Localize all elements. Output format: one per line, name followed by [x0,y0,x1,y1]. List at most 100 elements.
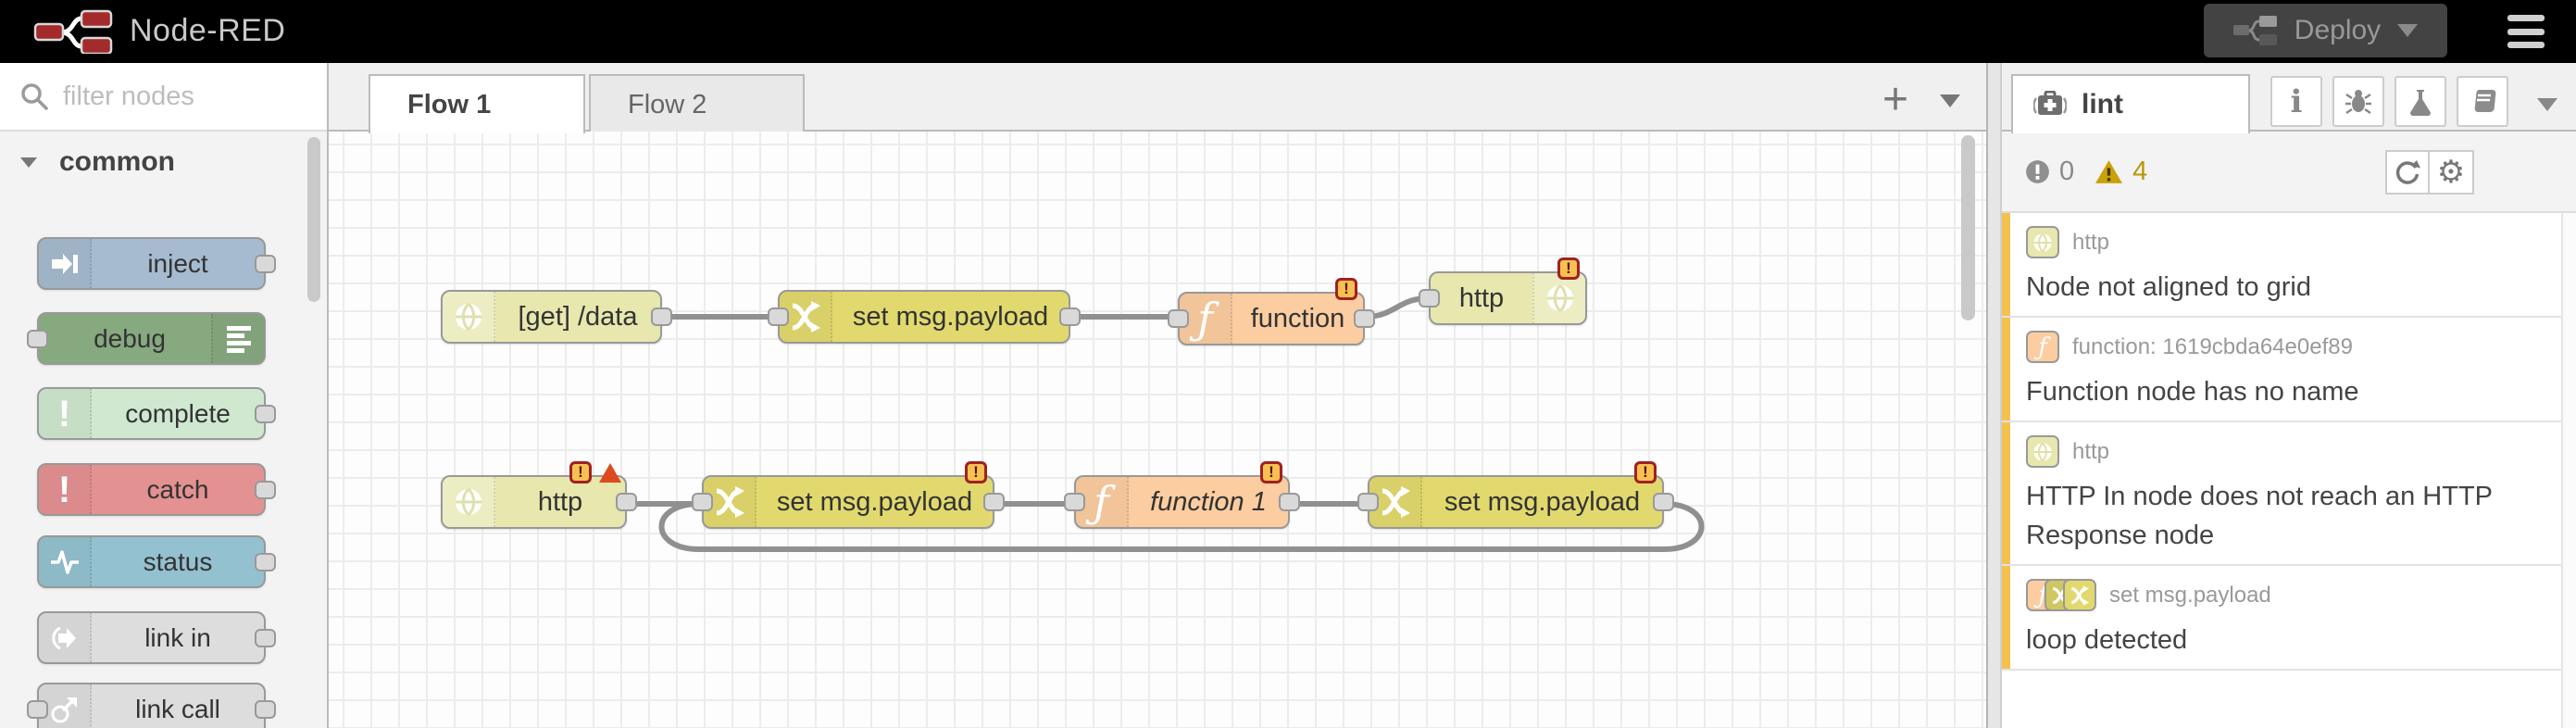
warning-badge: ! [1634,461,1657,483]
output-port[interactable] [1653,493,1674,511]
input-port[interactable] [1419,289,1440,308]
error-triangle-icon [599,463,621,483]
tab-lint[interactable]: lint [2011,74,2250,133]
function-node-icon: ƒ [2026,331,2059,364]
input-port[interactable] [27,699,48,719]
deploy-nodes-icon [2232,16,2277,45]
flow-node-function-1[interactable]: ! ƒ function 1 [1064,461,1300,529]
output-port[interactable] [255,480,276,499]
flow-canvas[interactable]: [get] /data set msg.payload ! [329,132,1986,728]
flow-tab-bar: Flow 1 Flow 2 + [329,63,1986,133]
palette-node-status[interactable]: status [37,535,276,588]
warning-badge: ! [965,461,987,483]
deploy-caret-icon[interactable] [2397,24,2419,37]
input-port[interactable] [692,493,713,511]
exclamation-icon: ! [39,389,92,438]
globe-icon [1532,273,1585,323]
input-port[interactable] [768,308,789,326]
search-icon [21,83,48,110]
error-count-icon [2026,159,2049,183]
chevron-down-icon [20,157,37,168]
palette-node-complete[interactable]: ! complete [37,387,276,440]
palette-node-link-in[interactable]: link in [37,611,276,664]
flow-node-http-in-get-data[interactable]: [get] /data [441,290,672,344]
output-port[interactable] [651,308,672,326]
lint-issue-row[interactable]: ƒ se [2002,566,2576,672]
lint-issue-row[interactable]: http HTTP In node does not reach an HTTP… [2002,422,2576,567]
output-port[interactable] [255,552,276,571]
warning-count: 4 [2132,156,2148,186]
palette-node-link-call[interactable]: link call [27,683,276,728]
settings-button[interactable]: ⚙ [2430,150,2474,195]
tab-flow-1[interactable]: Flow 1 [369,74,585,133]
output-port[interactable] [255,628,276,647]
flow-node-change-1[interactable]: set msg.payload [768,290,1081,344]
tab-help-button[interactable] [2457,76,2508,127]
tab-info-button[interactable]: i [2270,76,2322,127]
sidebar-splitter[interactable] [1986,63,2002,728]
palette-category-common[interactable]: common [0,132,327,193]
palette-node-inject[interactable]: inject [37,237,276,290]
output-port[interactable] [983,493,1005,511]
input-port[interactable] [27,329,48,348]
palette-node-debug[interactable]: debug [27,312,266,365]
header-bar: Node-RED Deploy [0,0,2576,63]
flow-node-http-response[interactable]: ! http [1419,257,1587,325]
lint-scrollbar-track[interactable] [2561,213,2576,728]
workspace: Flow 1 Flow 2 + [329,63,1986,728]
output-port[interactable] [1059,308,1081,326]
warning-badge: ! [1335,278,1357,300]
bug-icon [2345,89,2371,114]
input-port[interactable] [1357,493,1379,511]
output-port[interactable] [616,493,637,511]
list-lines-icon [211,314,264,363]
exclamation-icon: ! [39,465,92,514]
palette-scrollbar-thumb[interactable] [307,137,320,302]
refresh-icon [2395,160,2420,184]
main-menu-button[interactable] [2507,15,2545,48]
error-count: 0 [2059,156,2075,186]
input-port[interactable] [1064,493,1085,511]
output-port[interactable] [255,699,276,719]
flow-node-http-in-2[interactable]: ! http [441,461,637,529]
tab-debug-button[interactable] [2332,76,2384,127]
right-sidebar: lint i [2002,63,2576,728]
warning-badge: ! [1260,461,1282,483]
canvas-scrollbar-thumb[interactable] [1961,135,1975,320]
refresh-button[interactable] [2385,150,2430,195]
lint-medkit-icon [2033,91,2067,115]
input-port[interactable] [1168,309,1189,328]
output-port[interactable] [255,254,276,273]
output-port[interactable] [1279,493,1300,511]
sidebar-tab-bar: lint i [2002,63,2576,133]
palette-node-catch[interactable]: ! catch [37,463,276,516]
flow-node-change-2[interactable]: ! set msg.payload [692,461,1005,529]
tab-test-button[interactable] [2395,76,2446,127]
globe-icon [443,477,495,527]
inject-arrow-icon [39,239,92,288]
gear-icon: ⚙ [2436,154,2466,191]
add-flow-button[interactable]: + [1868,74,1923,126]
lint-toolbar: 0 4 ⚙ [2002,132,2576,213]
tab-flow-2[interactable]: Flow 2 [589,74,805,133]
lint-tab-label: lint [2082,89,2123,119]
flow-node-function[interactable]: ! ƒ function [1168,278,1375,345]
lint-issue-row[interactable]: http Node not aligned to grid [2002,213,2576,319]
sidebar-tabs-caret-icon[interactable] [2537,98,2557,111]
lint-issue-row[interactable]: ƒ function: 1619cbda64e0ef89 Function no… [2002,318,2576,423]
warning-count-icon [2095,159,2123,183]
lint-issue-list: http Node not aligned to grid ƒ function… [2002,213,2576,728]
node-palette: common inject debug [0,63,329,728]
tab-list-caret-icon[interactable] [1940,94,1960,107]
deploy-button[interactable]: Deploy [2204,4,2447,57]
output-port[interactable] [1354,309,1375,328]
flask-icon [2410,89,2431,116]
wire-loop [658,501,1705,552]
pulse-icon [39,537,92,586]
info-icon: i [2290,82,2303,120]
flow-node-change-3[interactable]: ! set msg.payload [1357,461,1674,529]
change-node-icon [2063,579,2096,612]
filter-nodes-input[interactable] [63,81,294,112]
output-port[interactable] [255,404,276,423]
